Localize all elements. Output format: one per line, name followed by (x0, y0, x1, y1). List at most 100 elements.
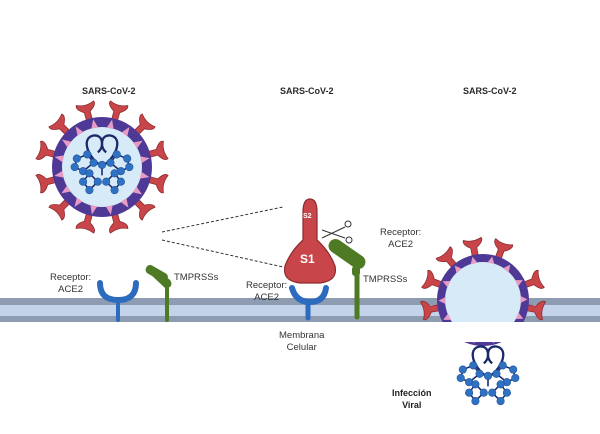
rna-node (488, 388, 497, 397)
membrane-protein-marker (454, 265, 462, 274)
membrane-protein-marker (121, 127, 130, 137)
membrane-protein-marker (487, 256, 495, 265)
membrane-protein-marker-shape (62, 139, 72, 148)
spike (462, 236, 483, 258)
membrane-label-line2: Celular (286, 342, 317, 353)
spike-head (75, 212, 95, 234)
sars-cov-2-virion (35, 100, 169, 234)
membrane-protein-marker (443, 313, 452, 320)
spike (75, 100, 95, 122)
rna-node (469, 361, 478, 370)
virus-title-middle: SARS-CoV-2 (280, 86, 334, 96)
membrane-protein-marker-shape (105, 205, 113, 215)
rna-node (492, 369, 501, 378)
membrane-protein-marker (62, 139, 72, 148)
spike (109, 212, 129, 234)
membrane-protein-marker (74, 197, 83, 207)
virus-title-left: SARS-CoV-2 (82, 86, 136, 96)
membrane-protein-marker-shape (106, 119, 114, 130)
spike (35, 140, 57, 160)
spike-head (109, 100, 129, 122)
spike-s2-label: S2 (303, 213, 312, 220)
spike-head (48, 113, 71, 136)
rna-node (509, 365, 518, 374)
membrane-protein-marker-shape (438, 297, 446, 305)
membrane-protein-marker-shape (61, 185, 71, 194)
rna-node (496, 397, 505, 406)
viral-rna (70, 134, 134, 195)
membrane-protein-marker (120, 198, 129, 208)
spike (147, 174, 169, 194)
membrane-protein-marker (438, 297, 446, 305)
rna-node (79, 177, 88, 186)
spike (419, 300, 441, 321)
membrane-protein-marker-shape (120, 198, 129, 208)
virus-interior (445, 262, 521, 338)
receptor-label-left-line1: Receptor: (50, 272, 92, 283)
spike-protein (283, 198, 337, 284)
membrane-protein-marker-shape (454, 265, 462, 274)
membrane-protein-marker-shape (74, 197, 83, 207)
rna-node (125, 162, 134, 172)
scissors-icon (321, 220, 353, 244)
rna-node (479, 388, 488, 397)
infection-label: Infección Viral (392, 387, 432, 411)
tmprss-label-left: TMPRSSs (174, 272, 219, 283)
membrane-protein-marker (106, 119, 114, 130)
spike (494, 238, 514, 261)
rna-node (112, 150, 121, 159)
receptor-label-left: Receptor: ACE2 (50, 272, 91, 296)
membrane-protein-marker (442, 281, 451, 288)
spike-head (133, 113, 156, 136)
membrane-protein-marker-shape (75, 126, 84, 136)
spike-head (133, 198, 156, 221)
membrane-protein-marker-shape (132, 186, 142, 195)
zoom-line-bottom (161, 239, 284, 268)
rna-node (89, 158, 98, 167)
membrane-protein-marker-shape (487, 256, 495, 265)
rna-node (498, 361, 507, 370)
receptor-label-right-line1: Receptor: (380, 227, 422, 238)
membrane-protein-marker (105, 205, 113, 215)
tmprss-protease-left (145, 265, 172, 322)
membrane-protein-marker-shape (54, 155, 65, 163)
virus-title-right: SARS-CoV-2 (463, 86, 517, 96)
spike (147, 140, 169, 160)
spike-head (419, 300, 441, 321)
spike (133, 198, 156, 221)
rna-node (458, 365, 467, 374)
rna-node (123, 154, 132, 163)
membrane-label-line1: Membrana (279, 330, 325, 341)
ace2-receptor-left (97, 280, 139, 322)
tmprss-protease-middle (328, 238, 366, 320)
rna-node (110, 186, 119, 195)
spike-head (494, 238, 514, 261)
membrane-protein-marker-shape (470, 256, 478, 265)
fusion-mask (430, 322, 540, 342)
membrane-protein-marker-shape (520, 295, 528, 303)
spike-head (75, 100, 95, 122)
receptor-label-right-line2: ACE2 (388, 239, 413, 250)
spike-head (147, 174, 169, 194)
membrane-inner (0, 305, 600, 316)
rna-node (456, 373, 465, 383)
spike-head (147, 140, 169, 160)
membrane-protein-marker (54, 155, 65, 163)
spike-head (421, 269, 444, 289)
membrane-protein-marker-shape (91, 119, 99, 129)
membrane-protein-marker-shape (121, 127, 130, 137)
rna-node (106, 158, 115, 167)
spike-head (35, 140, 57, 160)
membrane-protein-marker-shape (515, 312, 524, 319)
rna-node (496, 380, 505, 389)
rna-node (102, 177, 111, 186)
membrane-protein-marker-shape (139, 171, 150, 179)
tmprss-label-middle: TMPRSSs (363, 274, 408, 285)
rna-node (471, 380, 480, 389)
membrane-protein-marker (139, 171, 150, 179)
membrane-protein-marker (61, 185, 71, 194)
infection-label-line1: Infección (392, 388, 432, 398)
spike-head (525, 300, 547, 321)
rna-node (85, 169, 94, 178)
